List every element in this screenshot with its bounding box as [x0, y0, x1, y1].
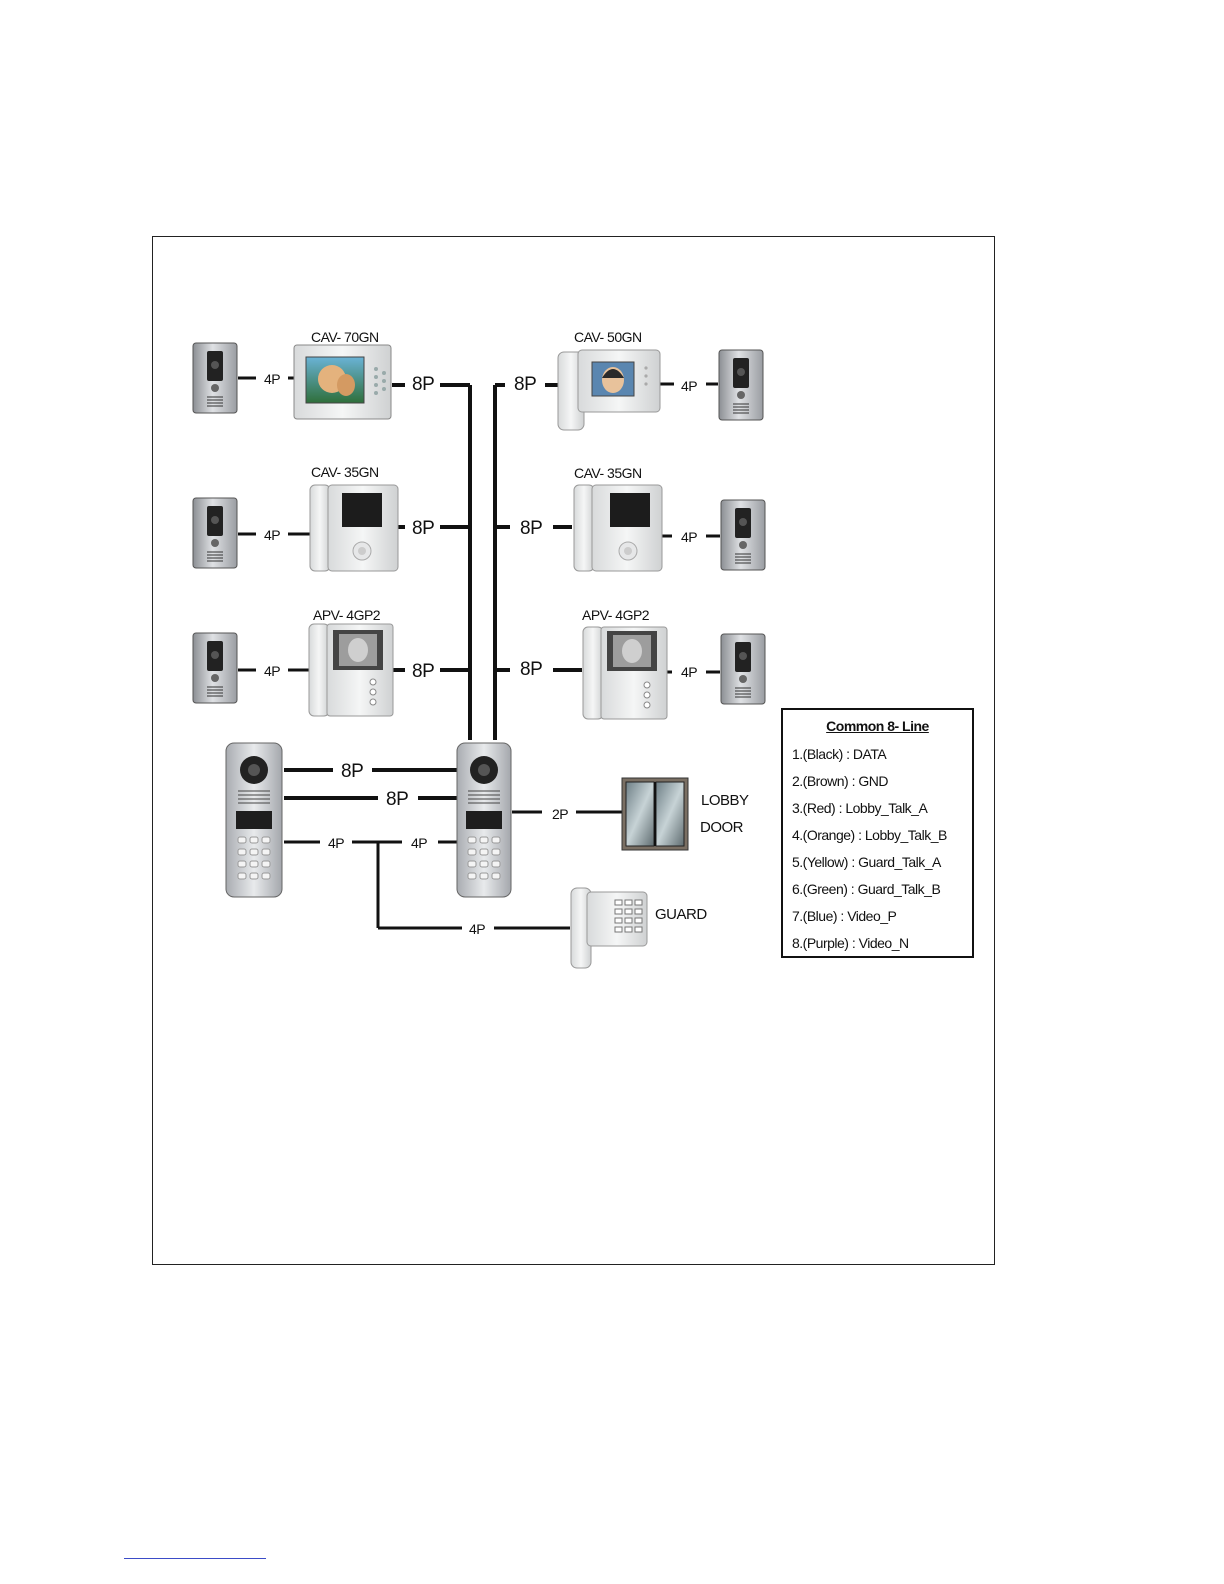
- wires-lobby: [284, 768, 457, 800]
- legend-line: 6.(Green) : Guard_Talk_B: [792, 881, 941, 897]
- door-camera-left-3: [192, 632, 238, 704]
- label-8p: 8P: [514, 374, 536, 395]
- legend-line: 3.(Red) : Lobby_Talk_A: [792, 800, 928, 816]
- lobby-panel-left: [225, 742, 283, 898]
- label-8p: 8P: [341, 761, 363, 782]
- label-2p: 2P: [552, 806, 568, 822]
- label-cav-70gn: CAV- 70GN: [311, 329, 379, 345]
- label-4p: 4P: [264, 663, 280, 679]
- legend-title: Common 8- Line: [826, 718, 929, 734]
- legend-box: Common 8- Line 1.(Black) : DATA 2.(Brown…: [781, 708, 974, 958]
- label-4p: 4P: [681, 664, 697, 680]
- legend-line: 4.(Orange) : Lobby_Talk_B: [792, 827, 947, 843]
- label-8p: 8P: [386, 789, 408, 810]
- door-camera-right-2: [720, 499, 766, 571]
- legend-line: 5.(Yellow) : Guard_Talk_A: [792, 854, 941, 870]
- label-4p: 4P: [681, 378, 697, 394]
- monitor-cav-35gn-left: [309, 484, 399, 572]
- legend-line: 7.(Blue) : Video_P: [792, 908, 897, 924]
- wiring: [238, 376, 720, 930]
- wires-4p-door-stations: [238, 376, 720, 674]
- label-8p: 8P: [412, 374, 434, 395]
- label-cav-35gn-right: CAV- 35GN: [574, 465, 642, 481]
- label-8p: 8P: [412, 518, 434, 539]
- label-8p: 8P: [412, 661, 434, 682]
- connector-labels: 4P 4P 4P 4P 4P 4P 4P 4P 4P 2P 8P 8P 8P 8…: [264, 371, 698, 937]
- label-apv-4gp2-right: APV- 4GP2: [582, 607, 650, 623]
- monitor-cav-70gn: [293, 344, 392, 420]
- monitor-cav-35gn-right: [573, 484, 663, 572]
- label-4p: 4P: [264, 371, 280, 387]
- legend-line: 2.(Brown) : GND: [792, 773, 888, 789]
- legend-line: 8.(Purple) : Video_N: [792, 935, 909, 951]
- label-4p: 4P: [411, 835, 427, 851]
- label-door: DOOR: [700, 819, 744, 836]
- monitor-cav-50gn: [557, 349, 661, 431]
- wires-8p-left: [385, 383, 582, 740]
- monitor-apv-4gp2-right: [582, 626, 668, 720]
- lobby-panel-center: [456, 742, 512, 898]
- door-camera-right-3: [720, 633, 766, 705]
- door-camera-right-1: [718, 349, 764, 421]
- label-8p: 8P: [520, 518, 542, 539]
- label-apv-4gp2-left: APV- 4GP2: [313, 607, 381, 623]
- door-camera-left-1: [192, 342, 238, 414]
- label-guard: GUARD: [655, 906, 707, 923]
- label-4p: 4P: [264, 527, 280, 543]
- label-cav-50gn: CAV- 50GN: [574, 329, 642, 345]
- lobby-door-image: [621, 777, 689, 851]
- label-8p: 8P: [520, 659, 542, 680]
- side-labels: LOBBY DOOR GUARD: [655, 792, 750, 923]
- label-lobby: LOBBY: [701, 792, 749, 809]
- label-4p: 4P: [328, 835, 344, 851]
- label-4p: 4P: [469, 921, 485, 937]
- model-labels: CAV- 70GN CAV- 50GN CAV- 35GN CAV- 35GN …: [311, 329, 650, 623]
- footnote-rule: [124, 1558, 266, 1559]
- diagram-frame: [152, 236, 995, 1265]
- legend-line: 1.(Black) : DATA: [792, 746, 887, 762]
- door-camera-left-2: [192, 497, 238, 569]
- wires-4p-guard: [284, 810, 622, 930]
- label-cav-35gn-left: CAV- 35GN: [311, 464, 379, 480]
- monitor-apv-4gp2-left: [308, 623, 394, 717]
- label-4p: 4P: [681, 529, 697, 545]
- guard-station-image: [570, 887, 648, 969]
